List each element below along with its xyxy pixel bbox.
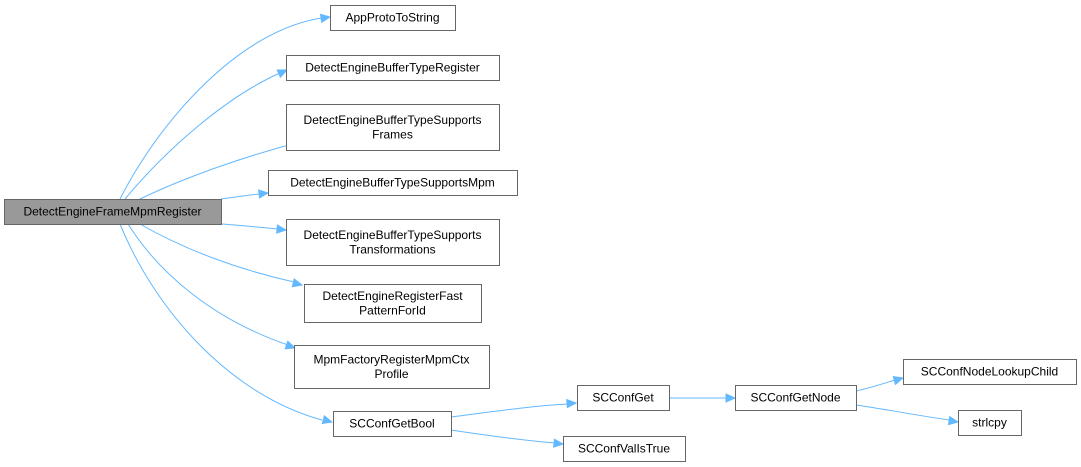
node-label: DetectEngineRegisterFast xyxy=(322,289,463,303)
node-lookup-child[interactable]: SCConfNodeLookupChild xyxy=(903,359,1077,385)
node-conf-val[interactable]: SCConfValIsTrue xyxy=(563,436,686,462)
node-label: DetectEngineFrameMpmRegister xyxy=(23,205,201,219)
call-edges xyxy=(119,13,960,448)
node-label: Transformations xyxy=(349,242,435,256)
node-label: SCConfGetBool xyxy=(349,417,434,431)
node-app-proto[interactable]: AppProtoToString xyxy=(330,5,456,31)
node-label: SCConfGet xyxy=(592,391,654,405)
node-conf-get[interactable]: SCConfGet xyxy=(577,385,670,411)
node-buf-trans[interactable]: DetectEngineBufferTypeSupportsTransforma… xyxy=(286,219,500,266)
node-label: SCConfNodeLookupChild xyxy=(921,365,1058,379)
node-label: strlcpy xyxy=(972,416,1007,430)
node-label: Profile xyxy=(374,367,408,381)
node-label: Frames xyxy=(372,127,413,141)
node-label: DetectEngineBufferTypeRegister xyxy=(305,61,480,75)
node-label: DetectEngineBufferTypeSupports xyxy=(304,228,482,242)
node-strlcpy[interactable]: strlcpy xyxy=(958,410,1022,436)
edge-conf_bool-to-conf_get xyxy=(450,398,578,418)
edge-conf_node-to-lookup_child xyxy=(855,376,905,392)
function-nodes: DetectEngineFrameMpmRegister AppProtoToSt… xyxy=(4,5,1077,462)
edge-root-to-reg_fast xyxy=(139,223,304,288)
node-label: DetectEngineBufferTypeSupportsMpm xyxy=(290,176,495,190)
edge-root-to-buf_reg xyxy=(124,69,289,200)
node-label: MpmFactoryRegisterMpmCtx xyxy=(313,352,469,366)
node-label: DetectEngineBufferTypeSupports xyxy=(304,113,482,127)
node-buf-mpm[interactable]: DetectEngineBufferTypeSupportsMpm xyxy=(268,170,518,196)
edge-root-to-conf_bool xyxy=(119,223,334,425)
edge-root-to-buf_mpm xyxy=(220,189,270,200)
edge-conf_get-to-conf_node xyxy=(669,393,737,403)
node-buf-reg[interactable]: DetectEngineBufferTypeRegister xyxy=(286,55,500,81)
edge-conf_node-to-strlcpy xyxy=(855,404,960,426)
node-label: SCConfValIsTrue xyxy=(578,442,670,456)
edge-root-to-buf_trans xyxy=(220,223,288,234)
edge-root-to-app_proto xyxy=(119,13,332,200)
node-conf-node[interactable]: SCConfGetNode xyxy=(735,385,857,411)
node-label: AppProtoToString xyxy=(345,11,439,25)
edge-conf_bool-to-conf_val xyxy=(450,429,565,448)
node-root[interactable]: DetectEngineFrameMpmRegister xyxy=(4,199,222,225)
node-label: PatternForId xyxy=(359,303,426,317)
edge-root-to-mpm_factory xyxy=(127,223,297,350)
node-conf-bool[interactable]: SCConfGetBool xyxy=(333,411,452,437)
node-label: SCConfGetNode xyxy=(750,391,840,405)
